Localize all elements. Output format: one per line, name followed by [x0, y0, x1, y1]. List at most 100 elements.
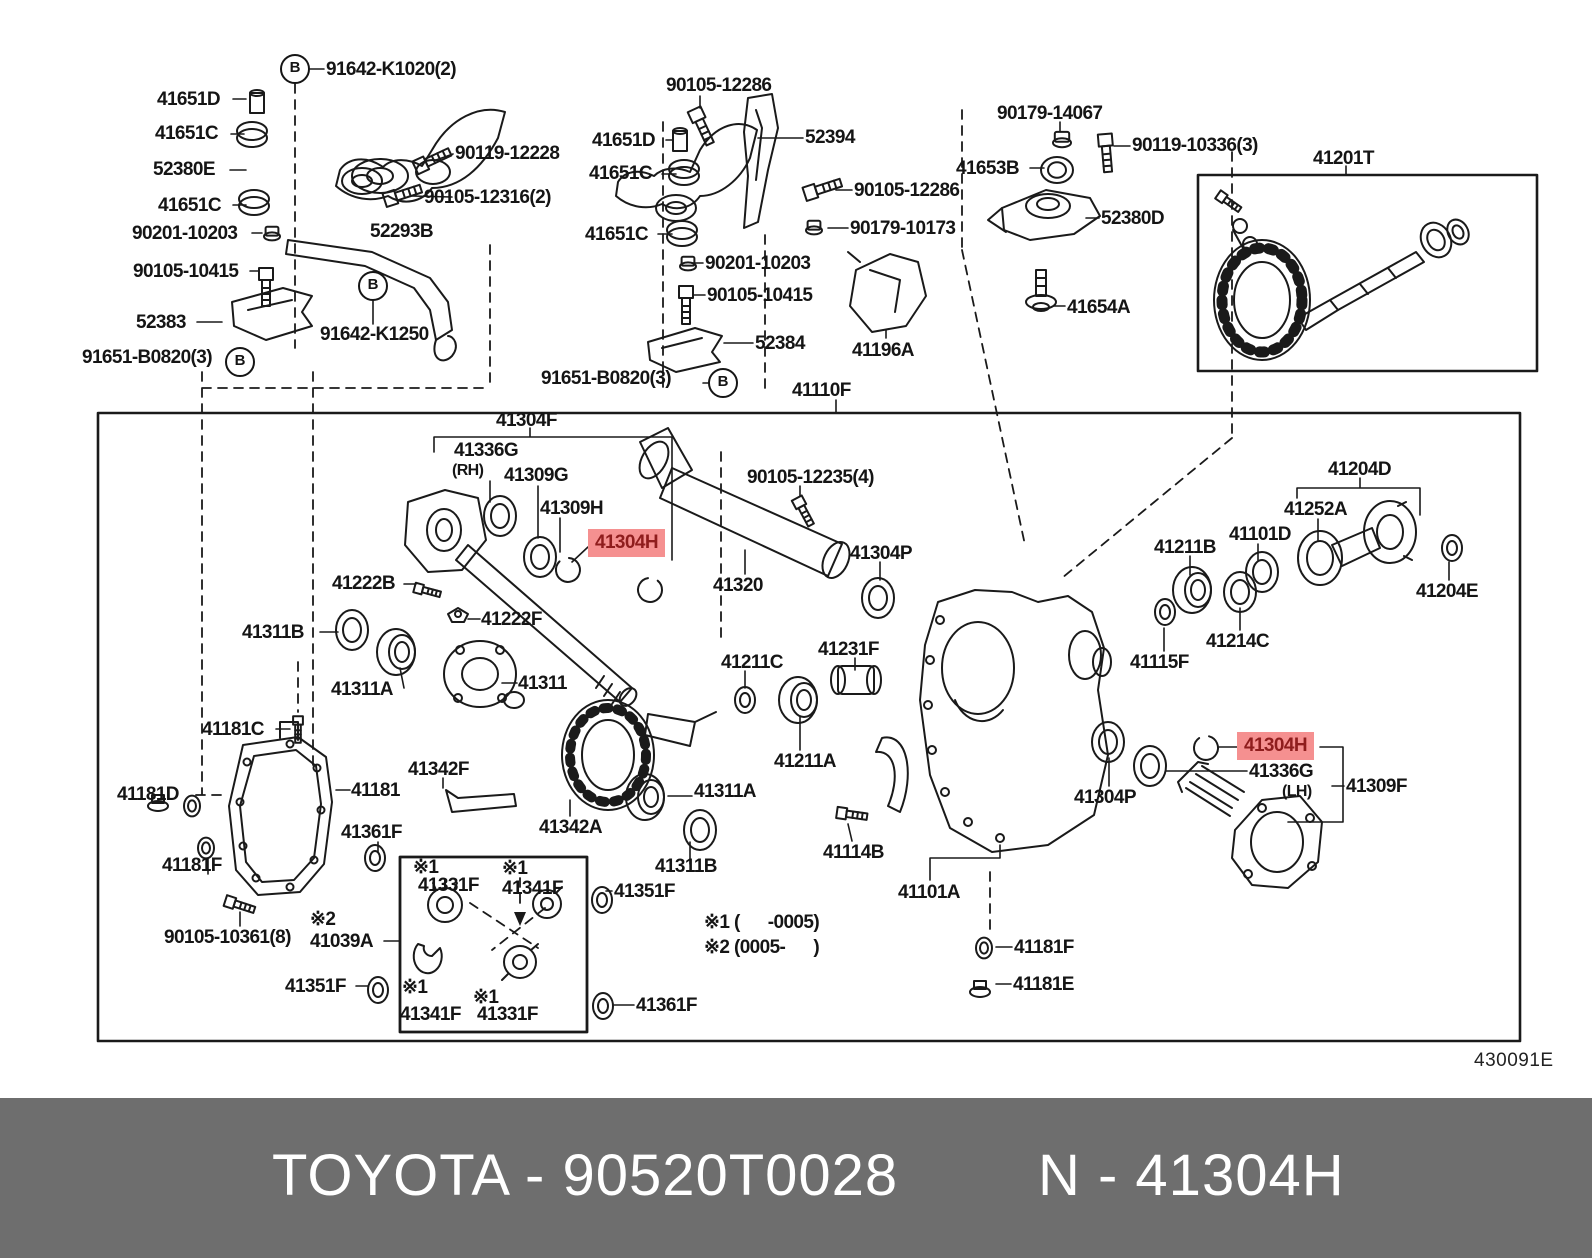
- carrier-housing-41101a: [920, 590, 1111, 852]
- gusset-41114b: [876, 737, 908, 812]
- shim-41311b: [335, 609, 369, 651]
- part-label: 41311A: [331, 679, 394, 700]
- part-label: 41309G: [504, 465, 569, 486]
- bracket-52394: [744, 94, 778, 228]
- part-label: 91651-B0820(3): [541, 368, 672, 389]
- part-label: 41651D: [592, 130, 656, 151]
- part-label: 41114B: [823, 842, 884, 863]
- diff-case-41311: [444, 641, 524, 708]
- part-label: ※1: [502, 858, 528, 879]
- bearing-41211a: [778, 676, 818, 724]
- callout-marker-b: B: [708, 368, 738, 398]
- part-label: 41651C: [589, 163, 653, 184]
- part-label: 52293B: [370, 221, 434, 242]
- companion-flange-41204d: [1332, 501, 1416, 566]
- part-label: ※1: [413, 857, 439, 878]
- footer-bar: TOYOTA - 90520T0028 N - 41304H: [0, 1098, 1592, 1258]
- part-label: 41309F: [1346, 776, 1407, 797]
- part-label: 41651C: [155, 123, 219, 144]
- bolt-90105-10415: [258, 267, 274, 307]
- part-label: 41115F: [1130, 652, 1189, 673]
- part-label: 41181C: [202, 719, 265, 740]
- spider-gear-kit-box: [400, 857, 587, 1032]
- highlighted-part-label: 41304H: [1237, 732, 1314, 760]
- part-label: 41351F: [285, 976, 346, 997]
- part-label: 52380E: [153, 159, 216, 180]
- part-label: 90201-10203: [132, 223, 238, 244]
- part-label: 41311A: [694, 781, 757, 802]
- note-arrow: [514, 912, 526, 926]
- part-label: 90105-10361(8): [164, 927, 291, 948]
- part-label: 41651C: [158, 195, 222, 216]
- bolt-90105-12286-a: [686, 105, 718, 148]
- bearing-41211b: [1172, 566, 1212, 614]
- footer-reference-code: N - 41304H: [1038, 1142, 1345, 1208]
- part-label: 90105-10415: [133, 261, 239, 282]
- part-label: ※2: [310, 909, 336, 930]
- nut-90179-14067: [1052, 130, 1072, 149]
- part-label: 91642-K1250: [320, 324, 429, 345]
- stud-41654a: [1026, 270, 1056, 311]
- part-label: 41181D: [117, 784, 180, 805]
- knuckle-41196a: [848, 252, 926, 332]
- camber-cam-41651d: [249, 89, 265, 114]
- part-label: 41222F: [481, 609, 542, 630]
- highlighted-part-label: 41304H: [588, 529, 665, 557]
- snapring-41309h: [551, 554, 585, 587]
- bolt-90105-10415-2: [678, 285, 694, 325]
- part-label: 41311: [518, 673, 567, 694]
- part-label: ※2 (0005- ): [704, 937, 820, 958]
- part-label: 41331F: [418, 875, 479, 896]
- part-label: 41110F: [792, 380, 851, 401]
- part-label: 41342A: [539, 817, 603, 838]
- mount-52380e: [352, 159, 408, 193]
- part-label: 41336G: [454, 440, 519, 461]
- spider-gear-kit-parts: [414, 880, 562, 980]
- part-label: 41361F: [636, 995, 697, 1016]
- skid-plate-52383: [232, 288, 312, 340]
- callout-marker-b: B: [225, 347, 255, 377]
- part-label: 41211C: [721, 652, 784, 673]
- part-label: 91651-B0820(3): [82, 347, 213, 368]
- part-label: 52383: [136, 312, 186, 333]
- gasket-41181f-2: [975, 936, 993, 960]
- part-label: 41222B: [332, 573, 396, 594]
- part-label: 90179-10173: [850, 218, 956, 239]
- part-label: 41361F: [341, 822, 402, 843]
- seat-41653b: [1041, 157, 1073, 183]
- part-label: ※1: [402, 977, 428, 998]
- part-label: ※1: [473, 987, 499, 1008]
- bolt-90105-12286-b: [801, 174, 844, 202]
- part-label: 41204D: [1328, 459, 1392, 480]
- part-label: 41304P: [850, 543, 913, 564]
- part-label: 52384: [755, 333, 805, 354]
- part-label: 52394: [805, 127, 855, 148]
- part-label: 41311B: [242, 622, 305, 643]
- part-label: 41211A: [774, 751, 837, 772]
- part-label: 52380D: [1101, 208, 1165, 229]
- part-label: 41181E: [1013, 974, 1074, 995]
- part-label: 41320: [713, 575, 763, 596]
- bolt-41114b: [835, 806, 869, 824]
- part-label: 90105-12316(2): [424, 187, 551, 208]
- oring-41361f: [364, 844, 386, 872]
- part-label: 41336G: [1249, 761, 1314, 782]
- upper-control-arm-left: [336, 110, 505, 202]
- part-label: 41304F: [496, 410, 557, 431]
- part-label: 41101A: [898, 882, 961, 903]
- camber-cam-41651d-2: [672, 127, 688, 152]
- oring-41361f-2: [592, 992, 614, 1020]
- spacer-41115f: [1154, 598, 1176, 626]
- skid-plate-52384: [648, 328, 722, 372]
- part-label: 41201T: [1313, 148, 1374, 169]
- part-label: 90105-12286: [666, 75, 772, 96]
- part-label: 41231F: [818, 639, 879, 660]
- part-label: 41309H: [540, 498, 604, 519]
- part-label: 41341F: [502, 878, 563, 899]
- document-code: 430091E: [1474, 1050, 1554, 1071]
- ring-gear-41342a: [562, 700, 716, 810]
- part-label: 41204E: [1416, 581, 1479, 602]
- part-label: 41654A: [1067, 297, 1131, 318]
